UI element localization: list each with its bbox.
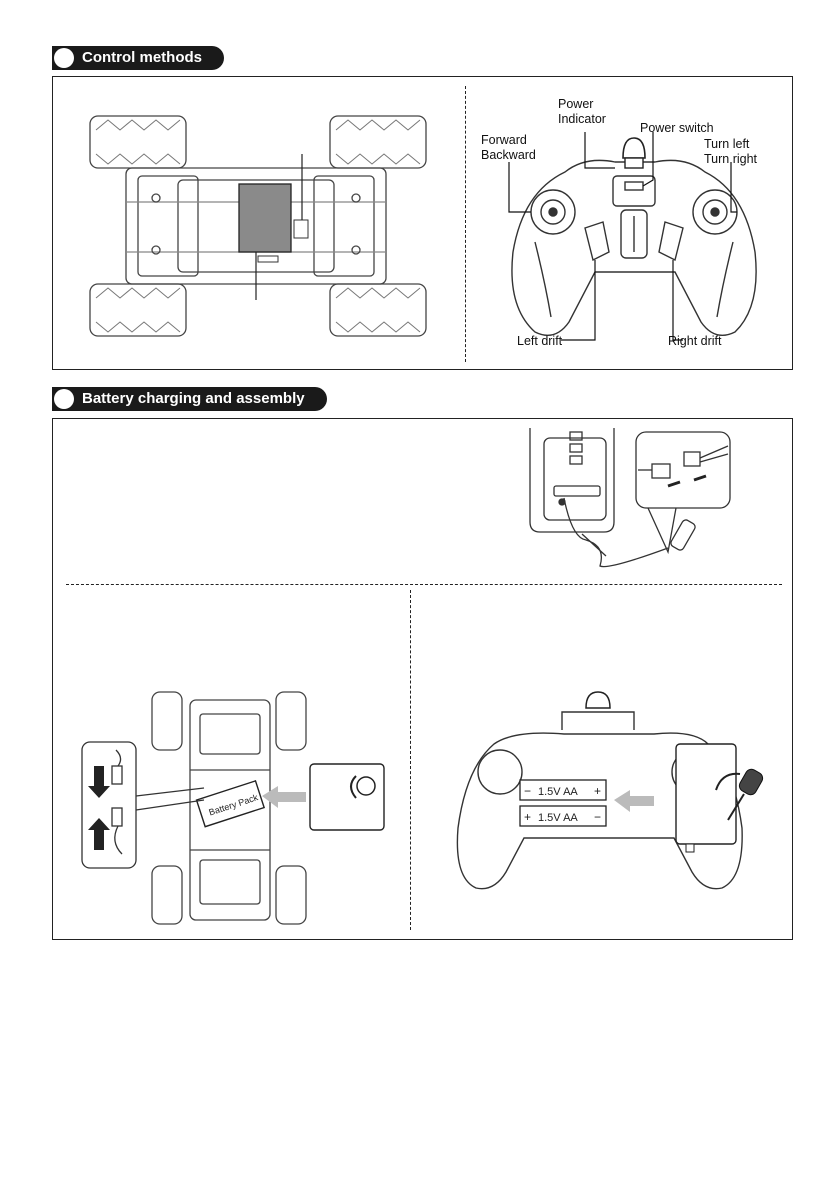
forward-backward-label: Forward Backward	[481, 133, 536, 163]
power-switch-label: Power switch	[640, 121, 714, 136]
aa-minus-bottom: −	[594, 810, 601, 824]
car-battery-illustration: Battery Pack	[80, 690, 400, 930]
car-chassis-illustration	[86, 110, 426, 340]
turn-right-label: Turn right	[704, 152, 757, 167]
charger-illustration	[518, 428, 738, 576]
control-panel-divider	[465, 86, 466, 362]
power-indicator-line1: Power	[558, 97, 606, 112]
bullet-icon	[54, 389, 74, 409]
turn-left-label: Turn left	[704, 137, 757, 152]
backward-label: Backward	[481, 148, 536, 163]
control-methods-header: Control methods	[52, 46, 224, 70]
aa-plus-top: +	[594, 784, 601, 798]
forward-label: Forward	[481, 133, 536, 148]
turn-label: Turn left Turn right	[704, 137, 757, 167]
aa-label-top: 1.5V AA	[538, 786, 578, 798]
power-indicator-label: Power Indicator	[558, 97, 606, 127]
left-drift-label: Left drift	[517, 334, 562, 349]
battery-header: Battery charging and assembly	[52, 387, 327, 411]
aa-label-bottom: 1.5V AA	[538, 812, 578, 824]
battery-panel-hdivider	[66, 584, 782, 585]
control-methods-title: Control methods	[82, 49, 202, 66]
aa-plus-bottom: +	[524, 810, 531, 824]
right-drift-label: Right drift	[668, 334, 722, 349]
remote-battery-illustration: − 1.5V AA + + 1.5V AA −	[454, 708, 784, 894]
aa-minus-top: −	[524, 784, 531, 798]
power-indicator-line2: Indicator	[558, 112, 606, 127]
bullet-icon	[54, 48, 74, 68]
battery-panel-vdivider	[410, 590, 411, 930]
battery-title: Battery charging and assembly	[82, 390, 305, 407]
